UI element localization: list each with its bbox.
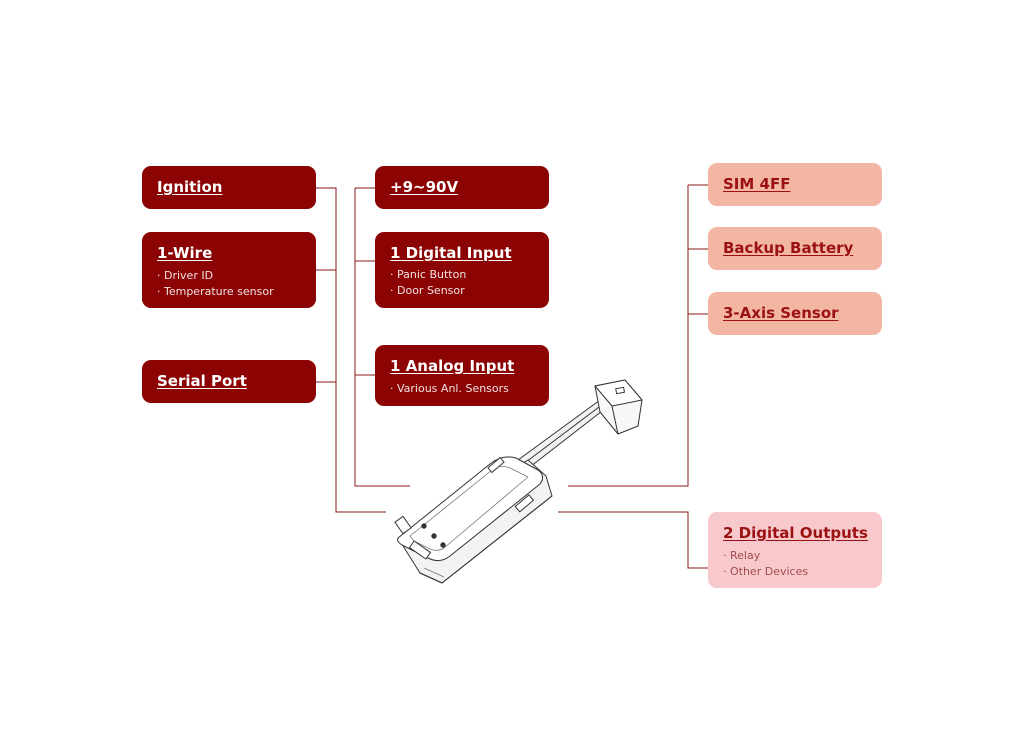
- backup-battery-card: Backup Battery: [708, 227, 882, 270]
- analog-input-item-sensors: · Various Anl. Sensors: [390, 382, 509, 395]
- sim-card: SIM 4FF: [708, 163, 882, 206]
- analog-input-title: 1 Analog Input: [390, 357, 515, 375]
- one-wire-title: 1-Wire: [157, 244, 213, 262]
- one-wire-card: 1-Wire · Driver ID · Temperature sensor: [142, 232, 316, 308]
- backup-battery-title: Backup Battery: [723, 239, 854, 257]
- digital-outputs-item-other: · Other Devices: [723, 565, 809, 578]
- power-title: +9~90V: [390, 178, 459, 196]
- digital-input-card: 1 Digital Input · Panic Button · Door Se…: [375, 232, 549, 308]
- left-connector: [316, 187, 386, 513]
- ignition-card: Ignition: [142, 166, 316, 209]
- digital-outputs-title: 2 Digital Outputs: [723, 524, 868, 542]
- sim-title: SIM 4FF: [723, 175, 791, 193]
- digital-outputs-item-relay: · Relay: [723, 549, 761, 562]
- serial-port-card: Serial Port: [142, 360, 316, 403]
- one-wire-item-driver-id: · Driver ID: [157, 269, 214, 282]
- three-axis-title: 3-Axis Sensor: [723, 304, 839, 322]
- right-connector: [568, 184, 708, 487]
- power-card: +9~90V: [375, 166, 549, 209]
- outputs-connector: [558, 511, 708, 569]
- three-axis-card: 3-Axis Sensor: [708, 292, 882, 335]
- ignition-title: Ignition: [157, 178, 223, 196]
- digital-outputs-card: 2 Digital Outputs · Relay · Other Device…: [708, 512, 882, 588]
- digital-input-item-door: · Door Sensor: [390, 284, 465, 297]
- analog-input-card: 1 Analog Input · Various Anl. Sensors: [375, 345, 549, 406]
- gps-tracker-device-icon: [394, 379, 643, 584]
- one-wire-item-temperature: · Temperature sensor: [157, 285, 274, 298]
- middle-connector: [354, 187, 410, 487]
- digital-input-title: 1 Digital Input: [390, 244, 512, 262]
- digital-input-item-panic: · Panic Button: [390, 268, 467, 281]
- serial-port-title: Serial Port: [157, 372, 247, 390]
